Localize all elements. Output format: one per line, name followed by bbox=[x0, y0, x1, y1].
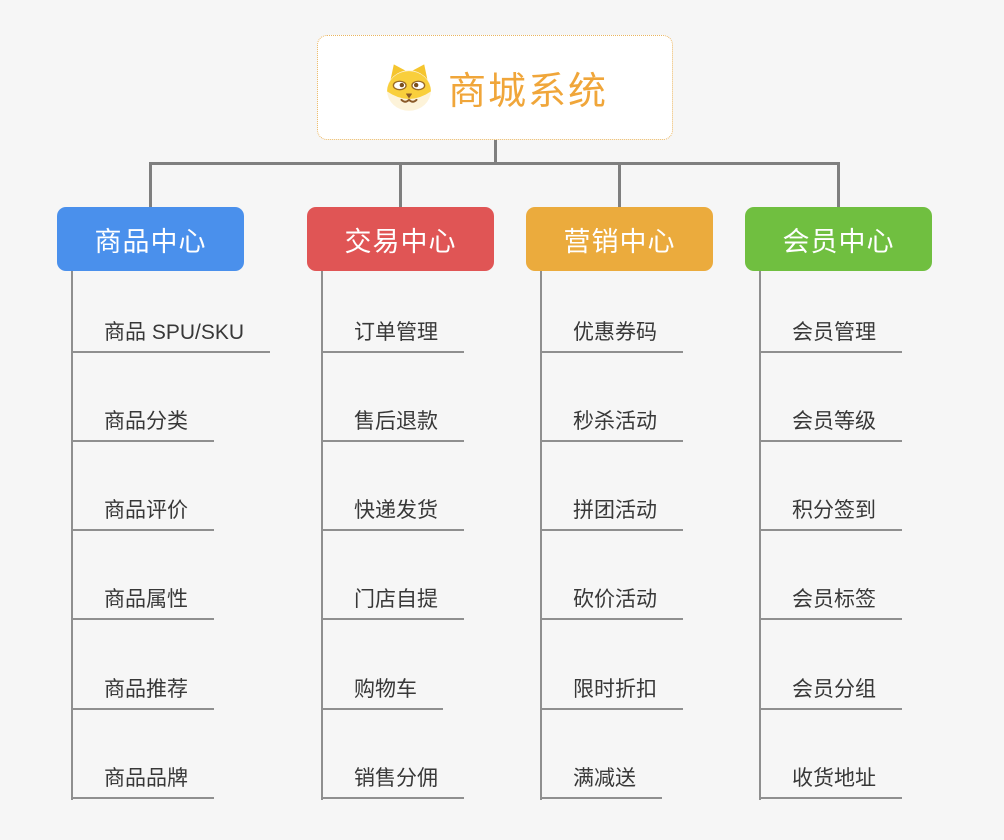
child-topic-label: 会员等级 bbox=[792, 410, 876, 433]
child-topic-label: 门店自提 bbox=[354, 588, 438, 611]
child-topic-label: 商品属性 bbox=[104, 588, 188, 611]
branch-topic-1[interactable]: 交易中心 bbox=[307, 207, 494, 271]
child-topic-label: 砍价活动 bbox=[573, 588, 657, 611]
child-topic[interactable]: 售后退款 bbox=[321, 404, 464, 442]
child-topic[interactable]: 销售分佣 bbox=[321, 761, 464, 799]
child-topic[interactable]: 会员分组 bbox=[759, 672, 902, 710]
connector-child-line bbox=[759, 271, 761, 800]
connector-child-line bbox=[321, 271, 323, 800]
branch-topic-label: 交易中心 bbox=[344, 226, 457, 257]
child-topic[interactable]: 拼团活动 bbox=[540, 493, 683, 531]
branch-topic-label: 商品中心 bbox=[94, 226, 207, 257]
child-topic-label: 商品分类 bbox=[104, 410, 188, 433]
connector-child-line bbox=[71, 271, 73, 800]
connector-branch-stub bbox=[618, 162, 621, 207]
connector-branch-stub bbox=[149, 162, 152, 207]
child-topic[interactable]: 商品属性 bbox=[71, 582, 214, 620]
connector-branch-rail bbox=[149, 162, 839, 165]
branch-topic-label: 营销中心 bbox=[563, 226, 676, 257]
child-topic-label: 拼团活动 bbox=[573, 499, 657, 522]
child-topic-label: 会员标签 bbox=[792, 588, 876, 611]
child-topic-label: 会员管理 bbox=[792, 321, 876, 344]
child-topic-label: 商品品牌 bbox=[104, 767, 188, 790]
child-topic-label: 会员分组 bbox=[792, 678, 876, 701]
connector-branch-stub bbox=[837, 162, 840, 207]
child-topic-label: 满减送 bbox=[573, 767, 636, 790]
child-topic[interactable]: 商品分类 bbox=[71, 404, 214, 442]
child-topic[interactable]: 购物车 bbox=[321, 672, 443, 710]
child-topic-label: 售后退款 bbox=[354, 410, 438, 433]
branch-topic-0[interactable]: 商品中心 bbox=[57, 207, 244, 271]
child-topic[interactable]: 会员标签 bbox=[759, 582, 902, 620]
child-topic[interactable]: 砍价活动 bbox=[540, 582, 683, 620]
child-topic[interactable]: 商品品牌 bbox=[71, 761, 214, 799]
child-topic[interactable]: 商品 SPU/SKU bbox=[71, 315, 271, 353]
child-topic[interactable]: 门店自提 bbox=[321, 582, 464, 620]
child-topic[interactable]: 优惠券码 bbox=[540, 315, 683, 353]
child-topic[interactable]: 秒杀活动 bbox=[540, 404, 683, 442]
connector-child-line bbox=[540, 271, 542, 800]
child-topic[interactable]: 会员等级 bbox=[759, 404, 902, 442]
child-topic-label: 订单管理 bbox=[354, 321, 438, 344]
child-topic-label: 销售分佣 bbox=[354, 767, 438, 790]
child-topic[interactable]: 收货地址 bbox=[759, 761, 902, 799]
branch-topic-3[interactable]: 会员中心 bbox=[745, 207, 932, 271]
child-topic[interactable]: 积分签到 bbox=[759, 493, 902, 531]
shiba-dog-icon bbox=[387, 63, 431, 111]
child-topic-label: 商品评价 bbox=[104, 499, 188, 522]
branch-topic-label: 会员中心 bbox=[782, 226, 895, 257]
child-topic-label: 商品推荐 bbox=[104, 678, 188, 701]
child-topic[interactable]: 商品推荐 bbox=[71, 672, 214, 710]
child-topic-label: 限时折扣 bbox=[573, 678, 657, 701]
child-topic-label: 优惠券码 bbox=[573, 321, 657, 344]
root-topic-label: 商城系统 bbox=[447, 71, 608, 113]
child-topic[interactable]: 限时折扣 bbox=[540, 672, 683, 710]
connector-branch-stub bbox=[399, 162, 402, 207]
branch-topic-2[interactable]: 营销中心 bbox=[526, 207, 713, 271]
child-topic-label: 购物车 bbox=[354, 678, 417, 701]
child-topic-label: 商品 SPU/SKU bbox=[104, 321, 245, 344]
child-topic-label: 积分签到 bbox=[792, 499, 876, 522]
root-topic[interactable]: 商城系统 bbox=[317, 35, 673, 140]
child-topic[interactable]: 满减送 bbox=[540, 761, 662, 799]
child-topic[interactable]: 快递发货 bbox=[321, 493, 464, 531]
connector-root-stem bbox=[493, 140, 497, 162]
child-topic[interactable]: 会员管理 bbox=[759, 315, 902, 353]
child-topic-label: 收货地址 bbox=[792, 767, 876, 790]
child-topic[interactable]: 商品评价 bbox=[71, 493, 214, 531]
child-topic-label: 快递发货 bbox=[354, 499, 438, 522]
child-topic[interactable]: 订单管理 bbox=[321, 315, 464, 353]
child-topic-label: 秒杀活动 bbox=[573, 410, 657, 433]
